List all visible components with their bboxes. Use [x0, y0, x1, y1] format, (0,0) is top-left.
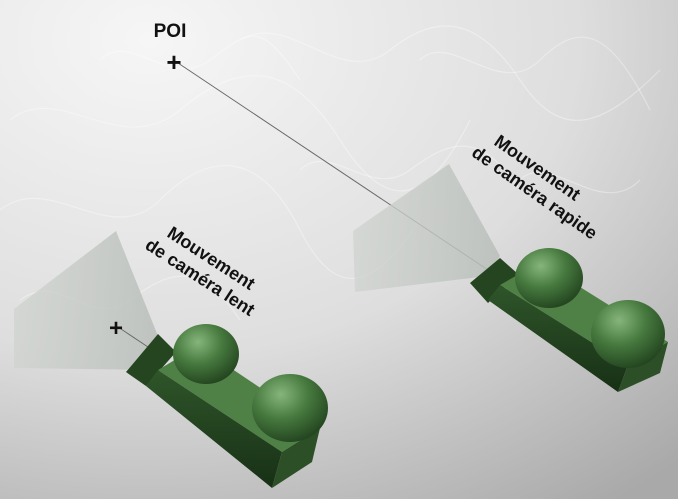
fast-camera-lens [470, 258, 518, 303]
slow-camera-body-side [146, 370, 282, 488]
slow-camera-frustum [14, 231, 158, 370]
fast-camera-reel-front [515, 248, 583, 308]
slow-camera-body-end [272, 428, 320, 488]
fast-camera-reel-rear [591, 300, 665, 368]
fast-camera-frustum [353, 164, 500, 292]
poi-label: POI [154, 21, 187, 42]
slow-camera-target-marker: + [109, 315, 123, 342]
poi-marker: + [166, 47, 181, 77]
slow-camera-reel-front [173, 324, 239, 384]
background-texture [0, 25, 661, 321]
slow-camera [14, 231, 328, 488]
fast-camera-body-side [488, 285, 628, 392]
fast-camera [353, 164, 668, 392]
slow-camera-lens [126, 334, 176, 386]
slow-camera-sight-line [117, 326, 149, 348]
slow-camera-reel-rear [252, 374, 328, 442]
